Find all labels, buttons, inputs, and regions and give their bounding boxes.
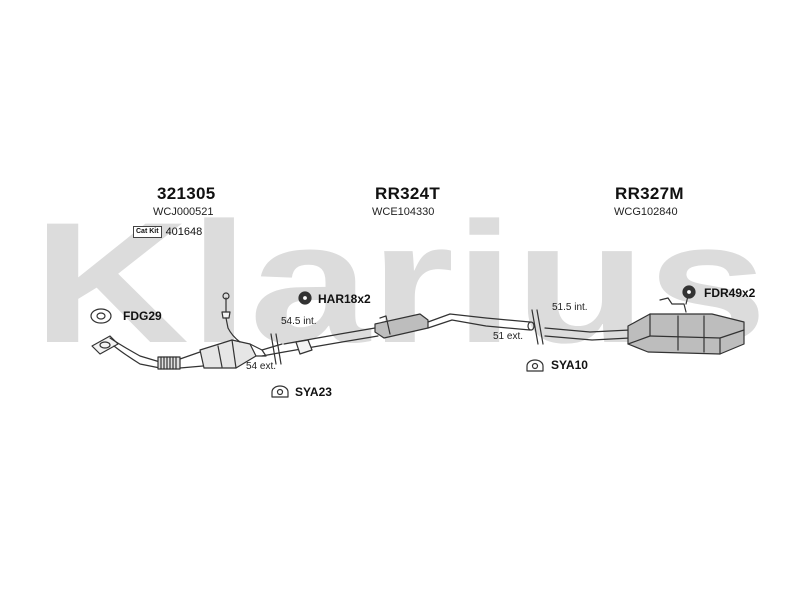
fdg29-icon: [90, 308, 112, 324]
sya23-label: SYA23: [295, 385, 332, 399]
ref-code-middle: WCE104330: [372, 206, 435, 218]
sya23-icon: [271, 385, 289, 398]
part-number-front: 321305: [157, 184, 216, 203]
cat-outlet-bottom: [261, 351, 285, 357]
cat-inlet-top: [179, 351, 201, 360]
fdr49x2-label: FDR49x2: [704, 286, 756, 300]
middle-pipe: [283, 327, 379, 355]
catalytic-converter: [199, 339, 267, 369]
cat-kit-badge: Cat Kit: [133, 225, 162, 238]
part-number-middle: RR324T: [375, 184, 441, 203]
fdr49x2-icon: [682, 285, 696, 299]
joint-marker-rear: [531, 309, 544, 345]
rear-tailpipe: [544, 327, 631, 341]
part-number-rear: RR327M: [615, 184, 684, 203]
intermediate-pipe: [427, 313, 535, 331]
middle-silencer: [374, 313, 429, 339]
sya10-icon: [526, 359, 544, 372]
flexi-section: [157, 356, 181, 370]
rear-silencer: [627, 313, 745, 355]
sya10-label: SYA10: [551, 358, 588, 372]
har18x2-label: HAR18x2: [318, 292, 371, 306]
dim-54-ext: 54 ext.: [246, 361, 277, 372]
ref-code-front: WCJ000521: [153, 206, 214, 218]
dim-51-5-int: 51.5 int.: [552, 302, 588, 313]
fdg29-label: FDG29: [123, 309, 162, 323]
cat-kit-number: 401648: [165, 225, 203, 238]
ref-code-rear: WCG102840: [614, 206, 678, 218]
dim-54-5-int: 54.5 int.: [281, 316, 317, 327]
rear-hanger-bracket: [659, 295, 689, 313]
lambda-sensor: [221, 292, 241, 343]
cat-outlet-top: [261, 343, 283, 351]
har18x2-icon: [298, 291, 312, 305]
front-flange: [91, 335, 119, 355]
joint-marker-front: [270, 333, 282, 365]
cat-inlet-bottom: [179, 365, 204, 369]
front-downpipe: [109, 337, 161, 369]
dim-51-ext: 51 ext.: [493, 331, 524, 342]
